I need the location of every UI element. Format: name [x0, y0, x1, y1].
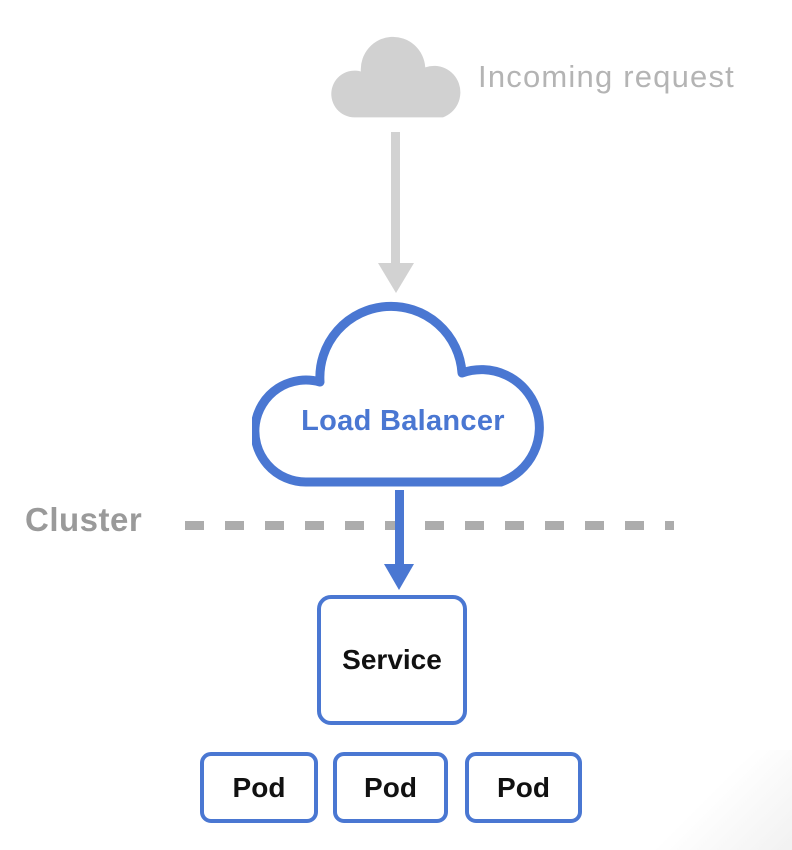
- cluster-boundary-line: [185, 521, 674, 530]
- pod-label: Pod: [232, 771, 286, 803]
- incoming-arrow-shaft: [391, 132, 400, 263]
- pod-label: Pod: [364, 771, 417, 803]
- corner-shade: [652, 750, 792, 850]
- incoming-arrow-head: [378, 263, 414, 293]
- load-balancer-cloud-icon: [252, 301, 544, 487]
- pod-node: Pod: [333, 752, 448, 823]
- cluster-label: Cluster: [25, 501, 143, 538]
- load-balancer-label: Load Balancer: [301, 405, 505, 437]
- pod-label: Pod: [497, 771, 550, 803]
- pod-node: Pod: [200, 752, 318, 823]
- service-node: Service: [317, 595, 467, 725]
- pod-node: Pod: [465, 752, 582, 823]
- to-service-arrow-head: [384, 564, 414, 590]
- to-service-arrow-shaft: [395, 490, 404, 565]
- incoming-request-label: Incoming request: [478, 59, 735, 94]
- incoming-cloud-icon: [331, 36, 461, 118]
- service-label: Service: [342, 644, 442, 675]
